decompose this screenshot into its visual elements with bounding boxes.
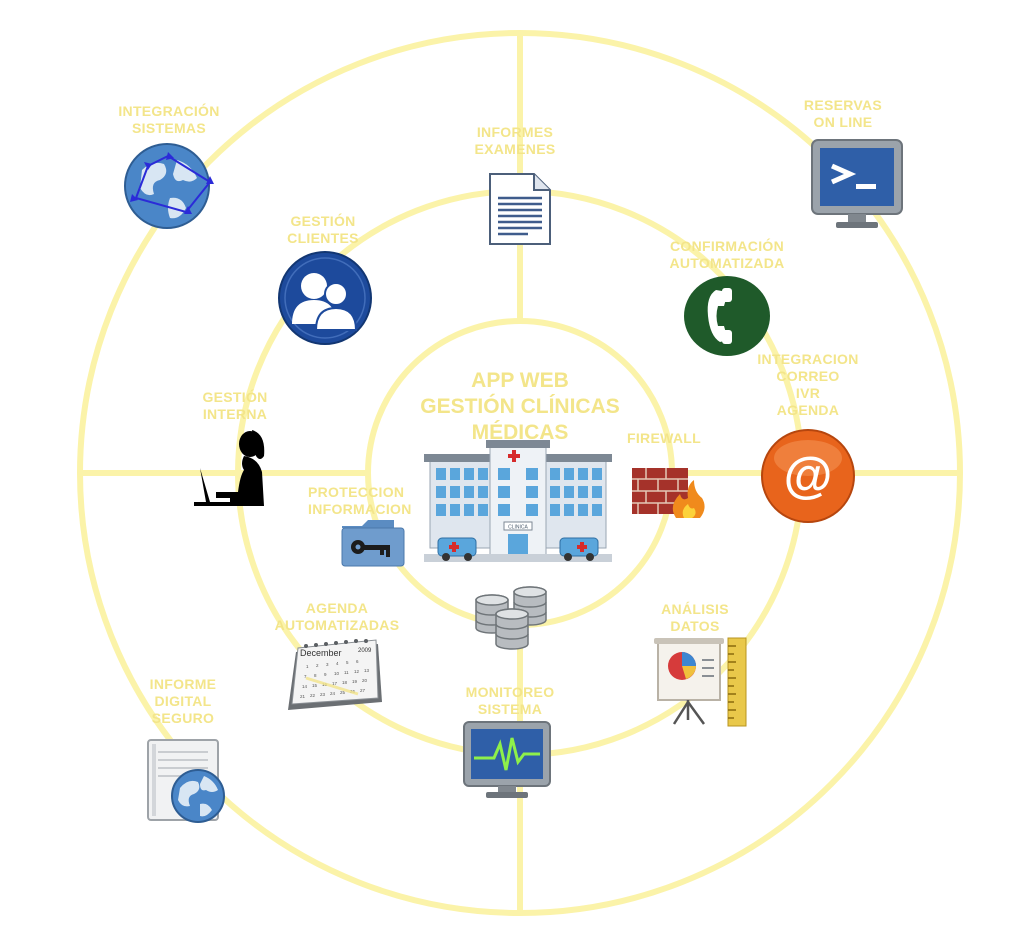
label-analisis-datos: ANÁLISIS DATOS <box>640 601 750 635</box>
label-line: SISTEMAS <box>132 120 206 136</box>
svg-text:20: 20 <box>362 678 368 683</box>
label-line: INFORMACION <box>308 501 412 517</box>
svg-text:8: 8 <box>314 673 317 678</box>
label-line: AUTOMATIZADA <box>669 255 785 271</box>
key-folder-icon <box>340 518 406 568</box>
label-line: CORREO <box>776 368 840 384</box>
label-line: PROTECCION <box>308 484 405 500</box>
label-line: DIGITAL <box>154 693 212 709</box>
svg-text:10: 10 <box>334 671 340 676</box>
label-line: DATOS <box>670 618 720 634</box>
svg-text:2: 2 <box>316 663 319 668</box>
svg-text:12: 12 <box>354 669 360 674</box>
label-integracion-sistemas: INTEGRACIÓN SISTEMAS <box>104 103 234 137</box>
label-line: MONITOREO <box>465 684 555 700</box>
monitor-heartbeat-icon <box>462 720 552 800</box>
label-confirmacion-automatizada: CONFIRMACIÓN AUTOMATIZADA <box>652 238 802 272</box>
center-title-line-2: GESTIÓN CLÍNICAS <box>420 395 620 418</box>
label-line: ON LINE <box>813 114 873 130</box>
firewall-icon <box>630 466 706 520</box>
svg-text:19: 19 <box>352 679 358 684</box>
label-line: INFORMES <box>476 124 554 140</box>
label-line: INTERNA <box>202 406 268 422</box>
globe-network-icon <box>122 140 218 232</box>
email-at-icon: @ <box>760 428 856 524</box>
label-informes-examenes: INFORMES EXAMENES <box>450 124 580 158</box>
label-line: SISTEMA <box>477 701 543 717</box>
users-icon <box>276 250 374 346</box>
label-line: INTEGRACION <box>757 351 859 367</box>
label-line: CONFIRMACIÓN <box>669 238 785 254</box>
calendar-year: 2009 <box>358 648 372 654</box>
label-monitoreo-sistema: MONITOREO SISTEMA <box>440 684 580 718</box>
label-line: INTEGRACIÓN <box>118 103 220 119</box>
label-line: GESTIÓN <box>290 213 356 229</box>
web-document-icon <box>144 738 230 826</box>
label-firewall: FIREWALL <box>614 430 714 447</box>
svg-text:25: 25 <box>340 690 346 695</box>
svg-text:6: 6 <box>356 659 359 664</box>
svg-text:1: 1 <box>306 664 309 669</box>
svg-text:5: 5 <box>346 660 349 665</box>
label-informe-digital-seguro: INFORME DIGITAL SEGURO <box>128 676 238 727</box>
label-line: FIREWALL <box>627 430 701 446</box>
svg-text:@: @ <box>784 447 833 503</box>
svg-text:14: 14 <box>302 684 308 689</box>
label-line: IVR <box>795 385 821 401</box>
center-title-line-1: APP WEB <box>471 369 569 392</box>
label-line: AGENDA <box>776 402 840 418</box>
svg-text:3: 3 <box>326 662 329 667</box>
terminal-monitor-icon <box>810 138 904 230</box>
label-line: EXAMENES <box>474 141 556 157</box>
presentation-chart-icon <box>652 636 750 728</box>
svg-text:27: 27 <box>360 688 366 693</box>
svg-text:24: 24 <box>330 691 336 696</box>
label-line: GESTIÓN <box>202 389 268 405</box>
svg-text:23: 23 <box>320 692 326 697</box>
label-gestion-clientes: GESTIÓN CLIENTES <box>268 213 378 247</box>
svg-text:13: 13 <box>364 668 370 673</box>
label-line: INFORME <box>149 676 217 692</box>
svg-text:9: 9 <box>324 672 327 677</box>
svg-text:4: 4 <box>336 661 339 666</box>
svg-text:18: 18 <box>342 680 348 685</box>
person-laptop-icon <box>192 428 272 512</box>
label-line: RESERVAS <box>803 97 883 113</box>
phone-icon <box>682 274 772 358</box>
document-icon <box>488 172 552 246</box>
svg-text:11: 11 <box>344 670 349 675</box>
hospital-sign: CLINICA <box>508 525 528 531</box>
database-icon <box>474 586 548 652</box>
label-agenda-automatizadas: AGENDA AUTOMATIZADAS <box>262 600 412 634</box>
label-line: CLIENTES <box>287 230 359 246</box>
label-proteccion-informacion: PROTECCION INFORMACION <box>308 484 432 518</box>
svg-text:21: 21 <box>300 694 306 699</box>
label-line: SEGURO <box>151 710 215 726</box>
center-title: APP WEB GESTIÓN CLÍNICAS MÉDICAS <box>400 368 640 446</box>
label-line: AGENDA <box>305 600 369 616</box>
svg-text:7: 7 <box>304 674 307 679</box>
center-title-line-3: MÉDICAS <box>471 421 569 444</box>
calendar-month: December <box>300 648 342 658</box>
label-reservas-online: RESERVAS ON LINE <box>788 97 898 131</box>
svg-text:22: 22 <box>310 693 316 698</box>
svg-text:15: 15 <box>312 683 318 688</box>
label-line: AUTOMATIZADAS <box>274 617 400 633</box>
label-line: ANÁLISIS <box>661 601 729 617</box>
hospital-icon: CLINICA <box>424 438 612 566</box>
svg-text:17: 17 <box>332 681 338 686</box>
label-gestion-interna: GESTIÓN INTERNA <box>180 389 290 423</box>
label-integracion-correo: INTEGRACION CORREO IVR AGENDA <box>738 351 878 419</box>
